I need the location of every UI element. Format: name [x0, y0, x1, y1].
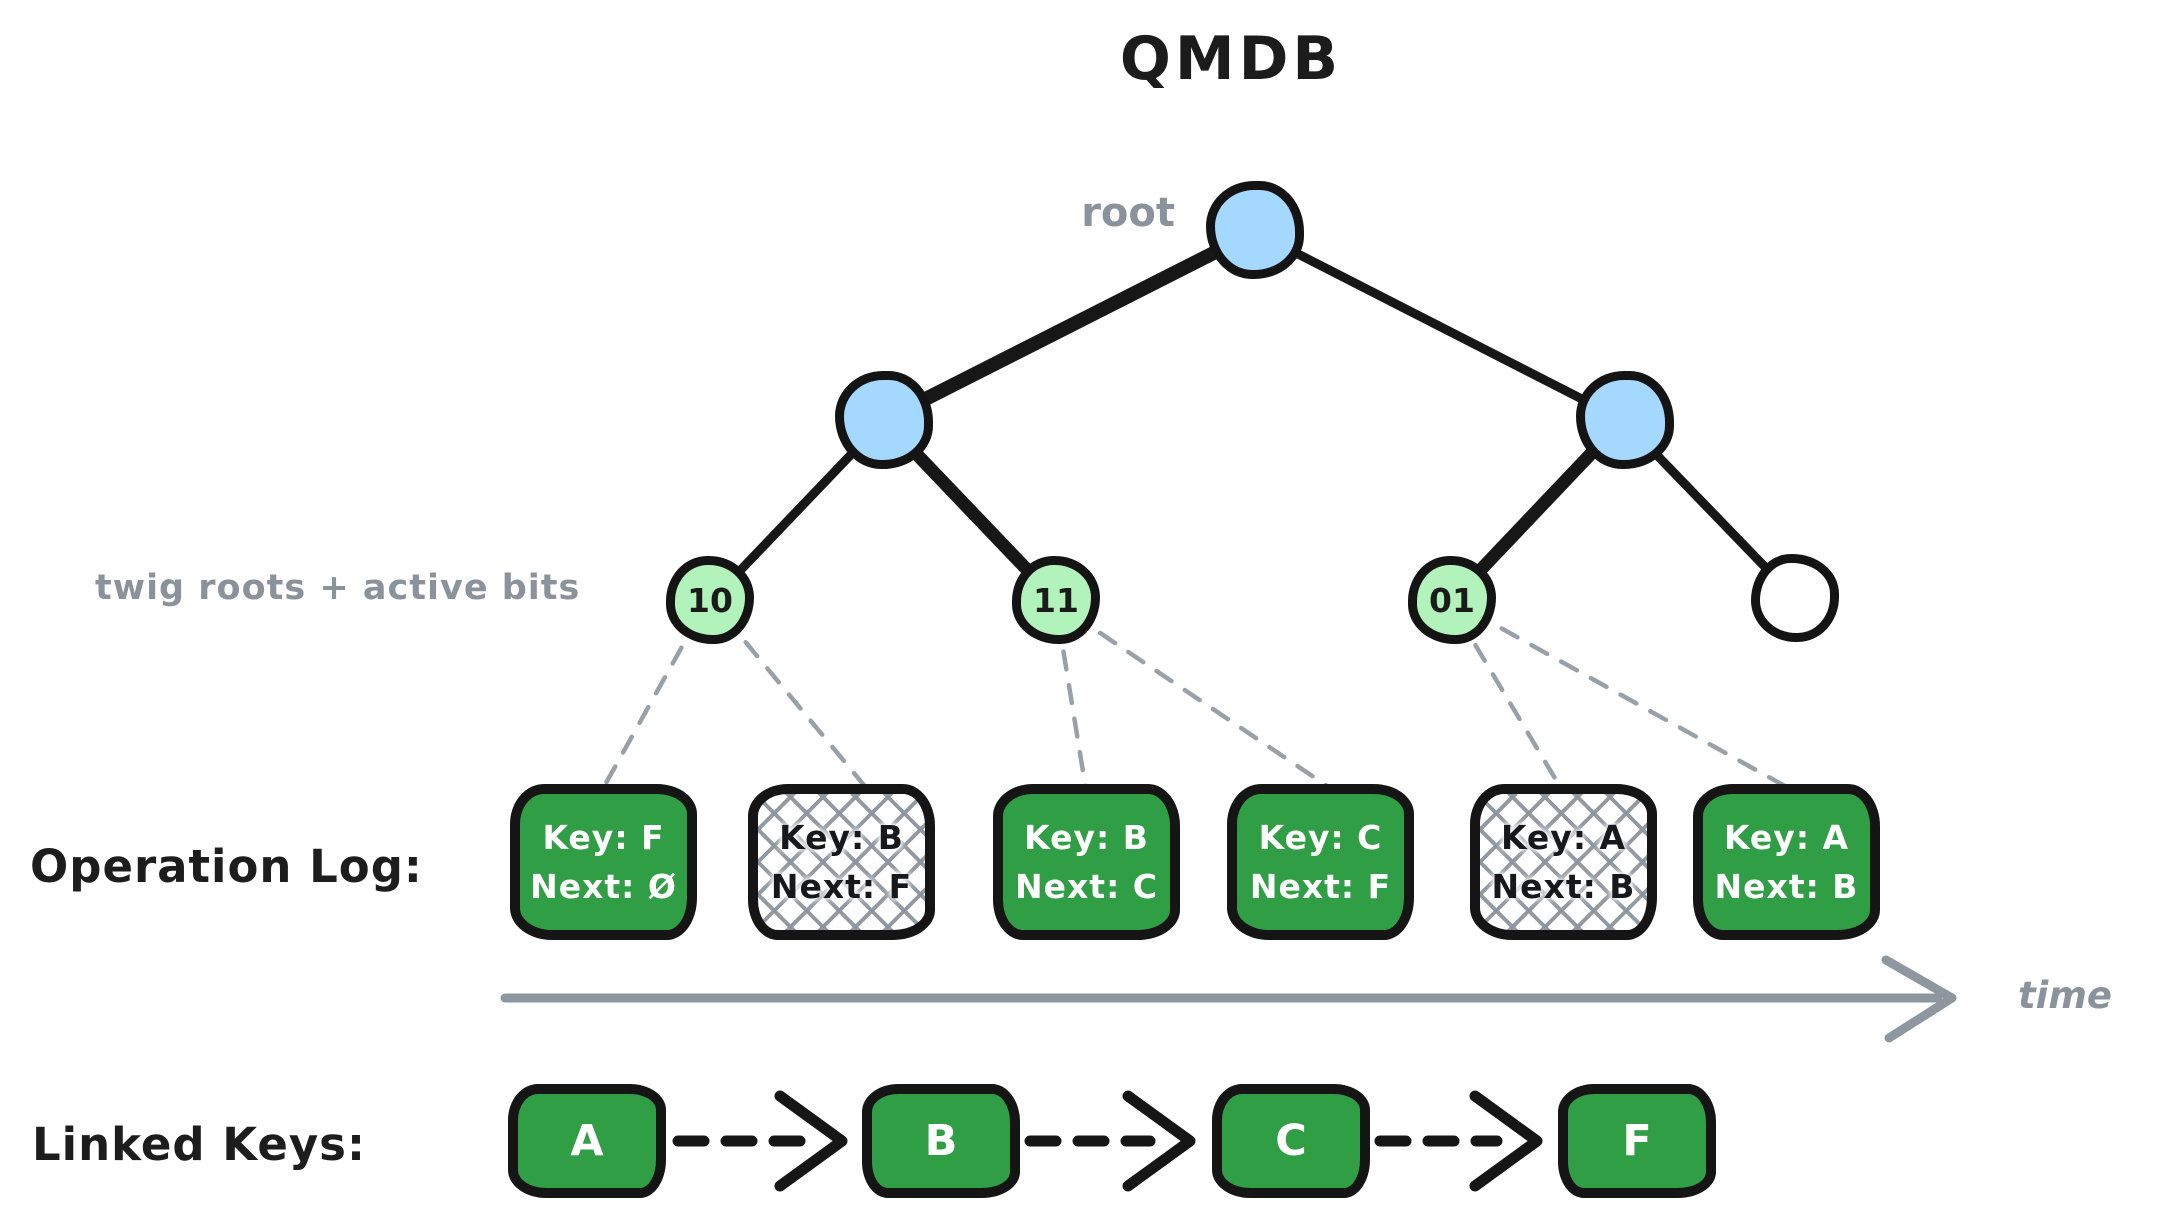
linked-key-b: B [862, 1084, 1020, 1198]
arrow-head [1122, 1090, 1196, 1192]
twig-node-empty [1751, 554, 1839, 642]
twig-node-10-label: 10 [687, 580, 733, 620]
oplog-entry-key: Key: C [1258, 818, 1383, 857]
twig-node-01-label: 01 [1429, 580, 1475, 620]
dashed-link [1069, 611, 1336, 793]
linked-key-a-label: A [570, 1116, 604, 1166]
oplog-entry-3: Key: B Next: C [993, 784, 1180, 940]
linked-key-a: A [508, 1084, 666, 1198]
dashed-link [1455, 613, 1565, 793]
linked-key-c: C [1212, 1084, 1370, 1198]
internal-node-left [835, 371, 933, 469]
arrow-head [1469, 1090, 1543, 1192]
root-node [1206, 181, 1304, 279]
linked-key-f-label: F [1622, 1116, 1652, 1166]
arrow-head [774, 1090, 848, 1192]
dashed-link [598, 615, 701, 795]
edge-root-right [1250, 227, 1628, 425]
twig-node-01: 01 [1408, 556, 1496, 644]
oplog-entry-next: Next: B [1491, 867, 1636, 906]
edge-root-left [877, 225, 1262, 427]
time-arrow-head [1881, 955, 1957, 1043]
oplog-entry-5: Key: A Next: B [1470, 784, 1657, 940]
oplog-entry-2: Key: B Next: F [748, 784, 935, 940]
oplog-entry-key: Key: B [1024, 818, 1149, 857]
dashed-link [1469, 609, 1795, 793]
linked-key-c-label: C [1275, 1116, 1307, 1166]
oplog-entry-key: Key: B [779, 818, 904, 857]
diagram-title: QMDB [1119, 24, 1343, 94]
oplog-entry-4: Key: C Next: F [1227, 784, 1414, 940]
linked-key-arrows [672, 1090, 1543, 1192]
oplog-entry-next: Next: B [1714, 867, 1859, 906]
oplog-entry-key: Key: A [1723, 818, 1850, 857]
twig-node-11-label: 11 [1033, 580, 1079, 620]
oplog-entry-1: Key: F Next: Ø [510, 784, 697, 940]
oplog-entry-next: Next: Ø [530, 867, 677, 906]
dashed-link [721, 613, 871, 793]
oplog-entry-next: Next: F [770, 867, 913, 906]
linked-key-b-label: B [924, 1116, 958, 1166]
dashed-link [1055, 615, 1089, 793]
time-arrow [500, 955, 1957, 1043]
twig-node-11: 11 [1012, 556, 1100, 644]
root-node-label: root [1081, 190, 1175, 236]
twig-roots-label: twig roots + active bits [95, 568, 581, 608]
oplog-entry-key: Key: A [1500, 818, 1627, 857]
linked-key-f: F [1558, 1084, 1716, 1198]
twig-to-log-dashed-links [598, 609, 1795, 795]
oplog-entry-next: Next: F [1249, 867, 1392, 906]
time-axis-label: time [2018, 974, 2113, 1017]
internal-node-right [1576, 371, 1674, 469]
twig-node-10: 10 [666, 556, 754, 644]
oplog-entry-key: Key: F [542, 818, 665, 857]
oplog-entry-next: Next: C [1015, 867, 1158, 906]
oplog-entry-6: Key: A Next: B [1693, 784, 1880, 940]
operation-log-label: Operation Log: [30, 840, 423, 893]
linked-keys-label: Linked Keys: [32, 1118, 366, 1171]
